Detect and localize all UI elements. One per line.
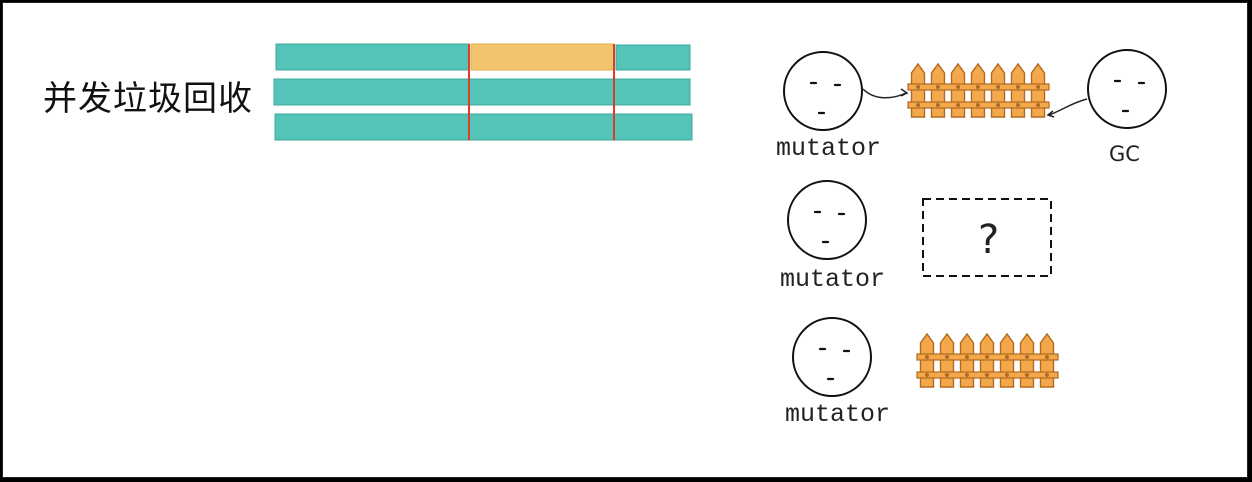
fence-icon	[908, 64, 1049, 117]
actor-row-3: mutator	[785, 316, 1058, 429]
page-title: 并发垃圾回收	[43, 79, 253, 119]
timeline-row-3	[274, 113, 693, 141]
timeline-row-2	[273, 78, 691, 106]
mutator-label: mutator	[780, 265, 885, 294]
concurrent-gc-diagram: mutator GC mutator ? mutator	[273, 43, 1168, 429]
timeline	[273, 43, 693, 141]
mutator-connector	[862, 88, 907, 99]
unknown-barrier-box	[922, 198, 1052, 277]
timeline-row-1-right	[615, 44, 691, 71]
mutator-label: mutator	[776, 134, 881, 163]
mutator-label: mutator	[785, 400, 890, 429]
actor-row-1: mutator GC	[776, 48, 1168, 166]
mutator-face-icon	[786, 179, 868, 261]
mutator-face-icon	[791, 316, 873, 398]
mutator-face-icon	[782, 50, 864, 132]
gc-connector	[1048, 98, 1088, 116]
question-mark: ?	[978, 217, 999, 263]
timeline-row-1-left	[275, 43, 470, 71]
actor-row-2: mutator ?	[780, 179, 1052, 294]
gc-label: GC	[1109, 142, 1140, 166]
timeline-row-1-highlight	[470, 43, 615, 71]
gc-face-icon	[1086, 48, 1168, 130]
fence-icon	[917, 334, 1058, 387]
